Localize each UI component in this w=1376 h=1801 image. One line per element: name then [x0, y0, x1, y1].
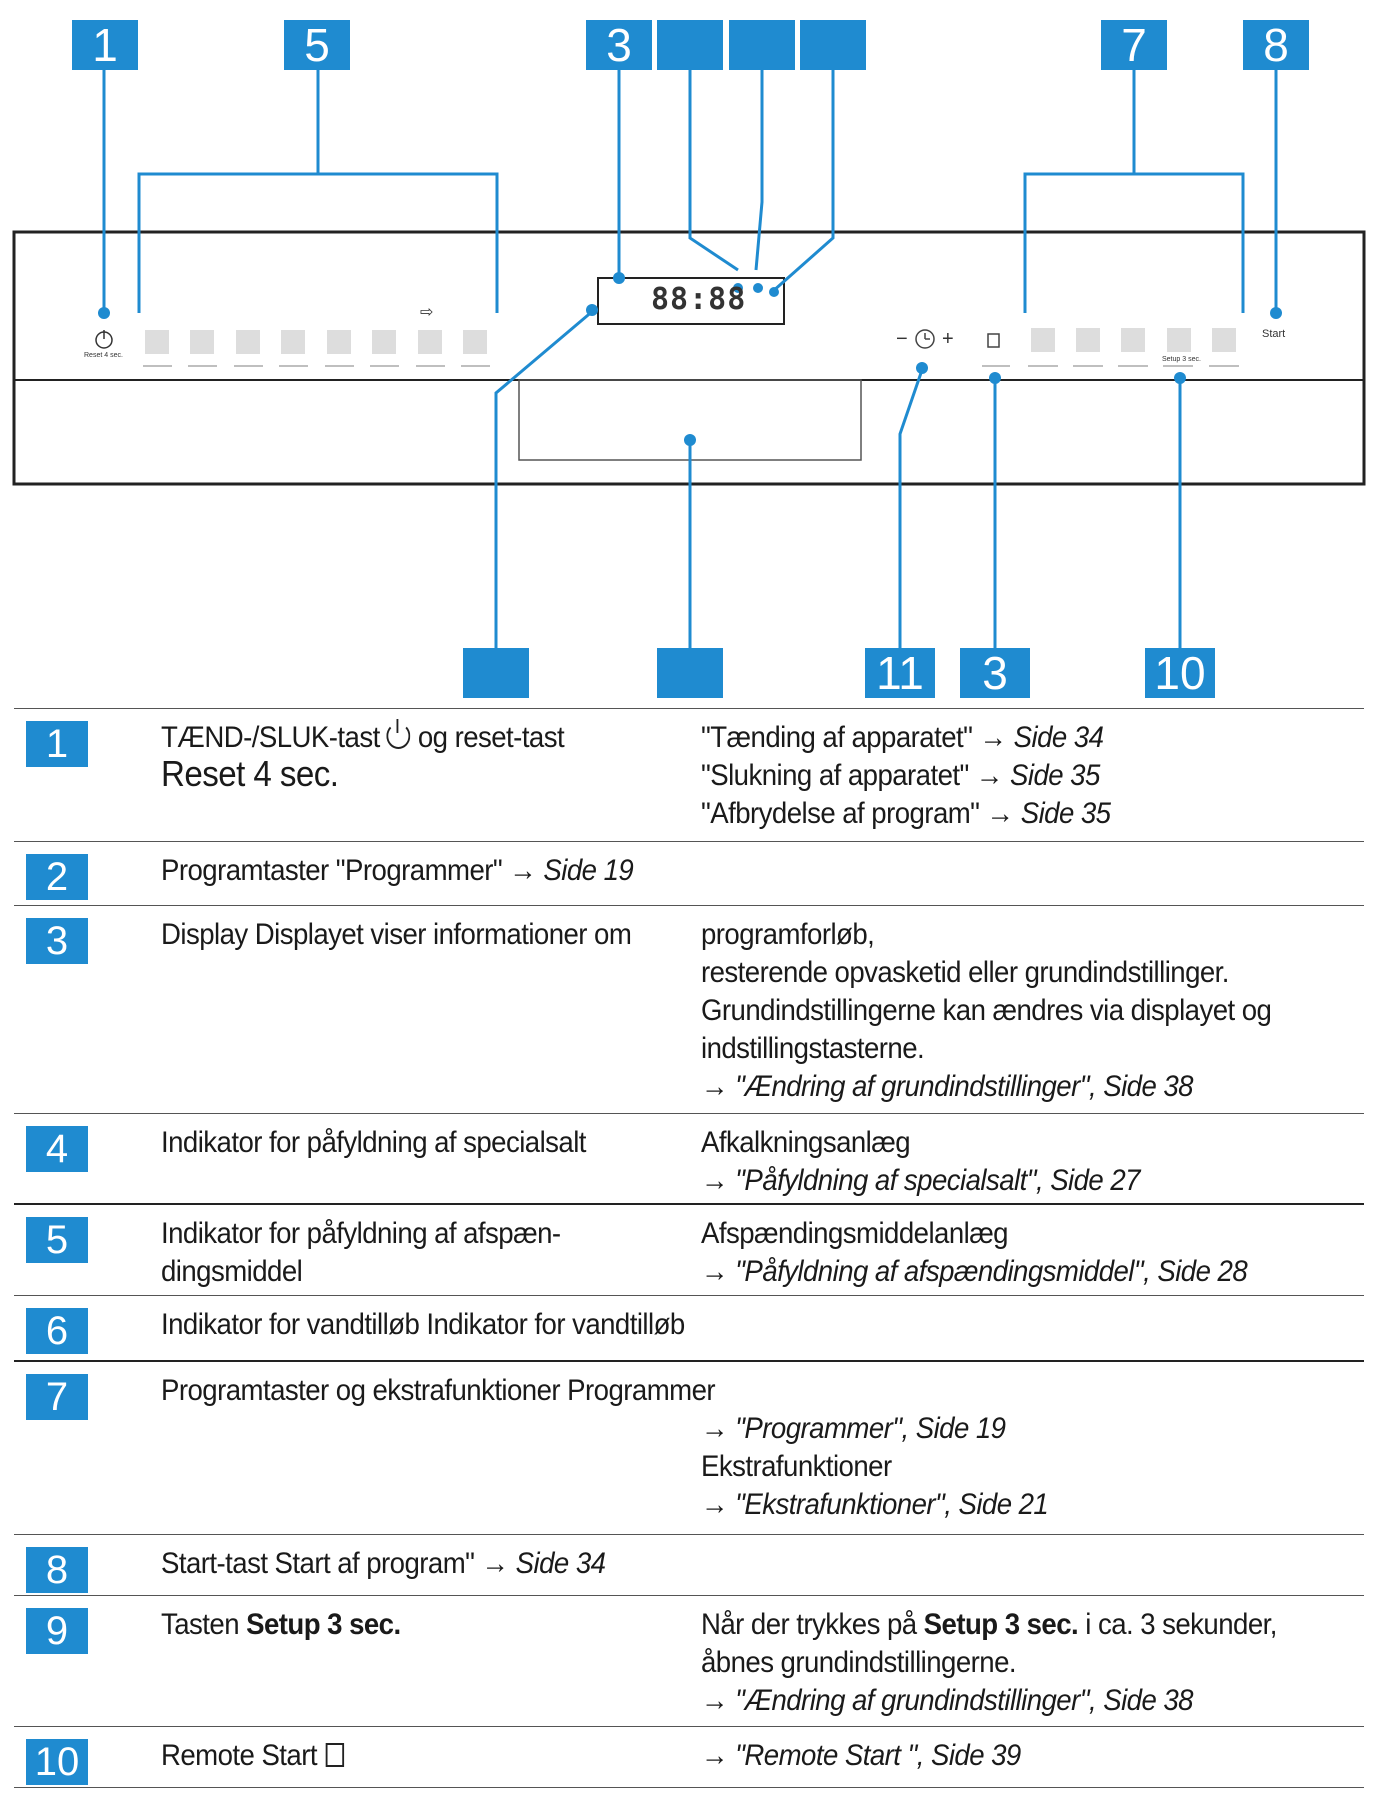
legend-row-9: 9 Tasten Setup 3 sec. Når der trykkes på…	[14, 1595, 1364, 1726]
remote-start-icon	[987, 333, 1000, 348]
legend-row-5: 5 Indikator for påfyldning af afspæn- di…	[14, 1203, 1364, 1295]
row-description: Afkalkningsanlæg → "Påfyldning af specia…	[701, 1126, 1141, 1197]
timer-minus: −	[896, 328, 908, 350]
row-number: 5	[26, 1217, 88, 1263]
row-description: Afspændingsmiddelanlæg → "Påfyldning af …	[701, 1217, 1248, 1288]
callout-3: 3	[586, 20, 652, 70]
clock-icon	[915, 329, 935, 349]
callout-blank-a	[657, 20, 723, 70]
row-description: programforløb, resterende opvasketid ell…	[701, 918, 1272, 1103]
callout-blank-b	[729, 20, 795, 70]
callout-blank-c	[800, 20, 866, 70]
row-label: Programtaster og ekstrafunktioner Progra…	[161, 1374, 716, 1407]
row-number: 1	[26, 721, 88, 767]
callout-8: 8	[1243, 20, 1309, 70]
row-number: 7	[26, 1374, 88, 1420]
callout-10: 10	[1145, 648, 1215, 698]
row-label: TÆND-/SLUK-tast og reset-tast Reset 4 se…	[161, 719, 565, 794]
row-label: Tasten Setup 3 sec.	[161, 1608, 401, 1641]
row-number: 2	[26, 854, 88, 900]
row-label: Indikator for påfyldning af specialsalt	[161, 1126, 586, 1159]
row-label: Remote Start	[161, 1737, 658, 1775]
row-number: 3	[26, 918, 88, 964]
legend-row-1: 1 TÆND-/SLUK-tast og reset-tast Reset 4 …	[14, 708, 1364, 841]
left-program-keys	[145, 330, 487, 354]
row-description: "Tænding af apparatet" → Side 34 "Slukni…	[701, 721, 1111, 830]
row-label: Start-tast Start af program" → Side 34	[161, 1547, 606, 1580]
row-label: Display Displayet viser informationer om	[161, 918, 632, 951]
row-number: 10	[26, 1739, 88, 1785]
legend-row-4: 4 Indikator for påfyldning af specialsal…	[14, 1113, 1364, 1203]
legend-row-7: 7 Programtaster og ekstrafunktioner Prog…	[14, 1360, 1364, 1534]
display-frame	[597, 277, 785, 325]
panel-illustration	[12, 70, 1366, 648]
setup-label: Setup 3 sec.	[1162, 356, 1201, 363]
row-number: 9	[26, 1608, 88, 1654]
legend-row-3: 3 Display Displayet viser informationer …	[14, 905, 1364, 1113]
callout-5: 5	[284, 20, 350, 70]
callout-11: 11	[865, 648, 935, 698]
legend-table: 1 TÆND-/SLUK-tast og reset-tast Reset 4 …	[14, 708, 1364, 1788]
row-description: Når der trykkes på Setup 3 sec. i ca. 3 …	[701, 1608, 1277, 1717]
timer-plus: +	[942, 328, 954, 350]
callout-blank-d	[463, 648, 529, 698]
reset-label: Reset 4 sec.	[84, 352, 123, 359]
row-number: 4	[26, 1126, 88, 1172]
power-icon	[386, 719, 411, 749]
legend-row-10: 10 Remote Start → "Remote Start ", Side …	[14, 1726, 1364, 1788]
display-digits: 88:88	[651, 282, 747, 317]
callout-1: 1	[72, 20, 138, 70]
row-label: Indikator for påfyldning af afspæn- ding…	[161, 1217, 561, 1288]
legend-row-2: 2 Programtaster "Programmer" → Side 19	[14, 841, 1364, 905]
row-label: Programtaster "Programmer" → Side 19	[161, 854, 634, 887]
callout-3-bottom: 3	[960, 648, 1030, 698]
row-description: → "Remote Start ", Side 39	[701, 1739, 1021, 1772]
legend-row-8: 8 Start-tast Start af program" → Side 34	[14, 1534, 1364, 1595]
arrow-icon: ⇨	[420, 304, 434, 321]
start-label: Start	[1262, 328, 1286, 340]
legend-row-6: 6 Indikator for vandtilløb Indikator for…	[14, 1295, 1364, 1360]
row-number: 8	[26, 1547, 88, 1593]
row-number: 6	[26, 1308, 88, 1354]
callout-7: 7	[1101, 20, 1167, 70]
callout-blank-e	[657, 648, 723, 698]
control-panel-diagram: Reset 4 sec. ⇨ 88:88 − + Setup 3 sec. St…	[0, 0, 1376, 700]
remote-start-icon	[325, 1743, 345, 1767]
row-label: Indikator for vandtilløb Indikator for v…	[161, 1308, 685, 1341]
row-description: → "Programmer", Side 19 Ekstrafunktioner…	[701, 1412, 1049, 1521]
